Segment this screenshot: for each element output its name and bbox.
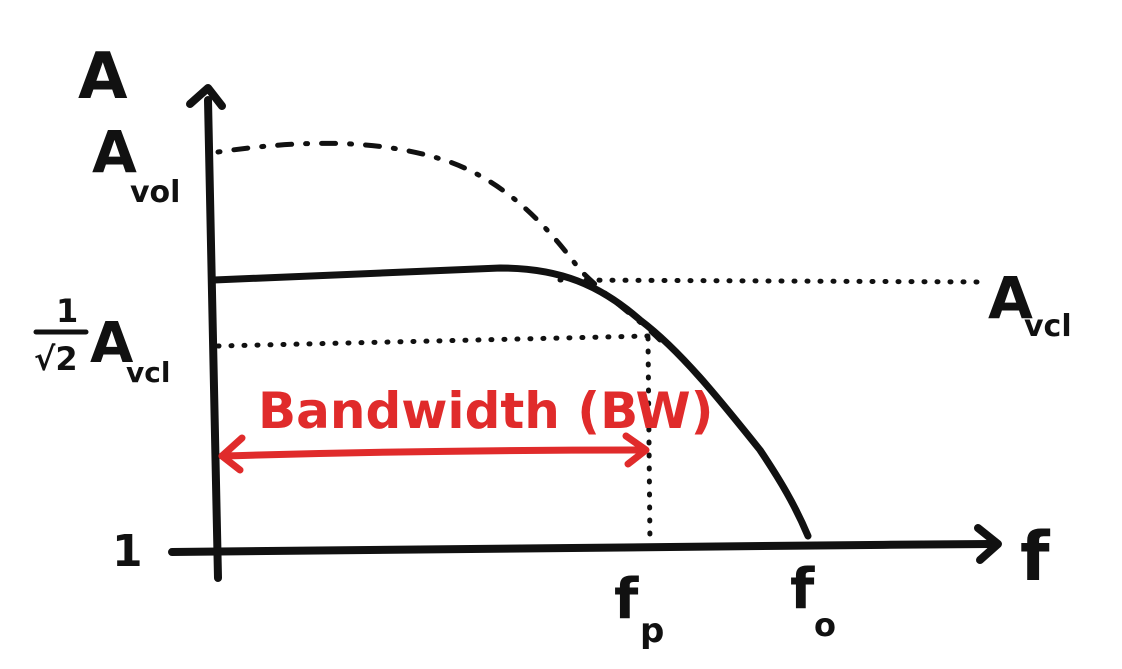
half-power-numerator: 1 bbox=[56, 292, 78, 330]
open-loop-curve bbox=[215, 140, 663, 343]
fp-subscript: p bbox=[640, 611, 664, 651]
avol-subscript: vol bbox=[130, 175, 180, 210]
avcl-right-label: A bbox=[988, 264, 1033, 332]
bandwidth-label: Bandwidth (BW) bbox=[258, 382, 714, 440]
fp-label: f bbox=[614, 567, 639, 632]
fp-drop-line bbox=[645, 335, 653, 548]
half-power-line bbox=[215, 333, 651, 349]
x-axis bbox=[168, 540, 994, 556]
bandwidth-arrow-right-head bbox=[622, 432, 650, 468]
avol-label: A bbox=[92, 118, 137, 186]
half-power-denominator: √2 bbox=[34, 340, 78, 378]
x-axis-arrowhead bbox=[974, 524, 1002, 564]
y-axis-label: A bbox=[78, 40, 128, 114]
avcl-reference-line bbox=[557, 277, 988, 285]
bandwidth-arrow-left-head bbox=[218, 434, 246, 474]
fo-subscript: o bbox=[814, 606, 836, 644]
half-power-subscript: vcl bbox=[126, 356, 170, 389]
y-axis bbox=[204, 96, 222, 582]
avcl-right-subscript: vcl bbox=[1024, 309, 1072, 344]
closed-loop-curve bbox=[210, 264, 812, 540]
x-axis-label: f bbox=[1020, 518, 1051, 597]
unity-gain-label: 1 bbox=[112, 526, 143, 577]
fo-label: f bbox=[790, 557, 815, 622]
y-axis-arrowhead bbox=[186, 84, 226, 110]
bandwidth-arrow bbox=[218, 446, 648, 460]
half-power-A: A bbox=[90, 311, 134, 376]
